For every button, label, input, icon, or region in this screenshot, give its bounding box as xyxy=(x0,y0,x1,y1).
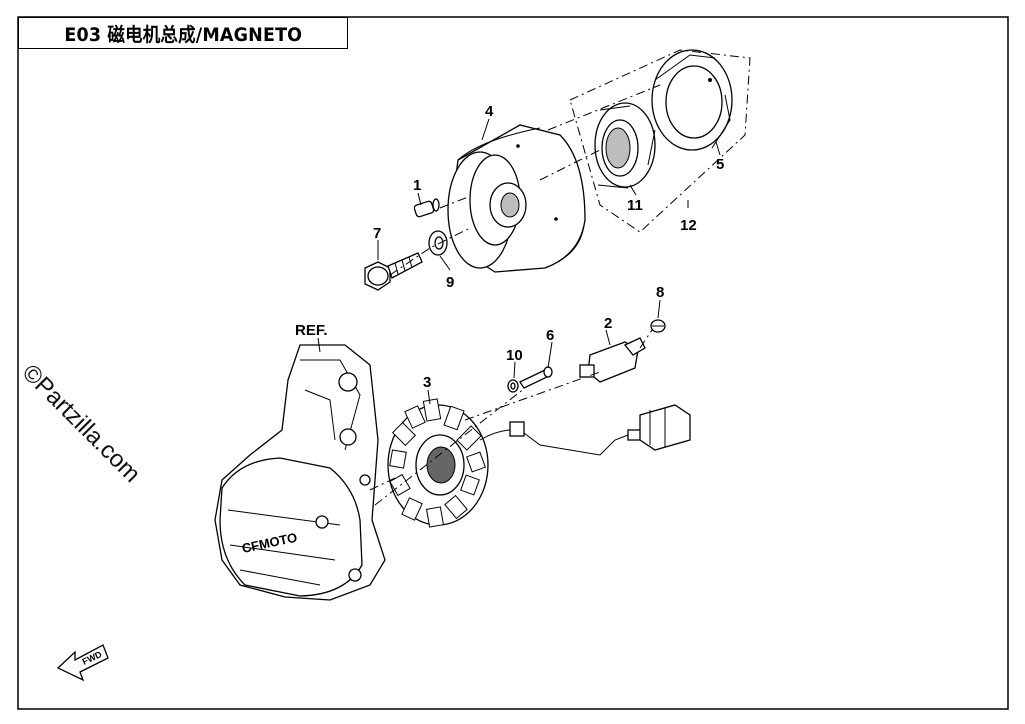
callout-4: 4 xyxy=(485,103,494,120)
flange-bolt-7 xyxy=(364,252,423,291)
diagram-title: E03 磁电机总成/MAGNETO xyxy=(64,23,302,46)
callout-12: 12 xyxy=(680,217,697,234)
stator-coil xyxy=(387,398,691,528)
title-box: E03 磁电机总成/MAGNETO xyxy=(18,17,348,49)
callout-8: 8 xyxy=(656,284,664,301)
one-way-clutch xyxy=(594,102,656,189)
bolt-1 xyxy=(413,198,440,218)
washer-10 xyxy=(507,379,519,393)
bolt-6 xyxy=(519,366,553,389)
assembly-12-bracket xyxy=(569,49,751,233)
callout-11: 11 xyxy=(627,197,643,214)
callout-9: 9 xyxy=(446,274,454,291)
assembly-lines xyxy=(369,84,661,506)
page-frame xyxy=(17,16,1009,710)
starter-gear-ring xyxy=(651,49,733,151)
washer-9 xyxy=(428,230,448,256)
ref-label: REF. xyxy=(295,322,328,339)
magneto-cover: CFMOTO REF. xyxy=(214,322,386,601)
pickup-sensor-2 xyxy=(579,337,646,383)
callout-1: 1 xyxy=(413,177,421,194)
screw-8 xyxy=(650,319,666,333)
callout-6: 6 xyxy=(546,327,554,344)
callout-3: 3 xyxy=(423,374,431,391)
callout-leaders xyxy=(377,118,721,405)
callout-5: 5 xyxy=(716,156,724,173)
callout-7: 7 xyxy=(373,225,381,242)
callout-2: 2 xyxy=(604,315,612,332)
flywheel-rotor xyxy=(447,124,586,273)
callout-10: 10 xyxy=(506,347,523,364)
fwd-arrow: FWD xyxy=(56,644,109,682)
